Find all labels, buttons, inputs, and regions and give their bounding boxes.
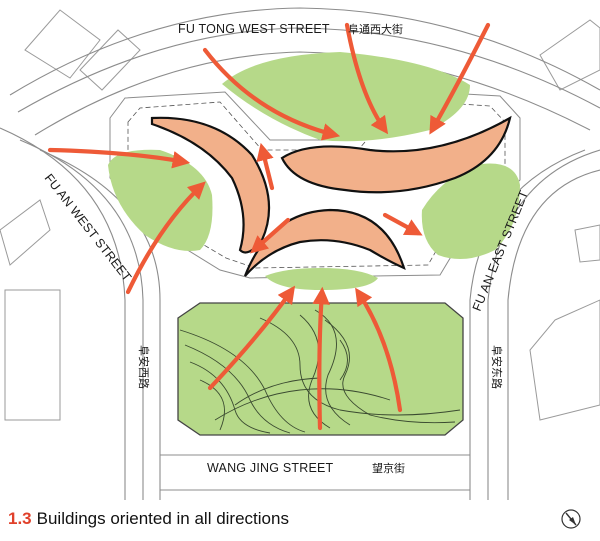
green-area-center [265, 268, 378, 290]
arrow-south-right [355, 287, 403, 413]
figure-number: 1.3 [8, 509, 32, 528]
arrow-center-right [382, 212, 423, 236]
context-buildings [0, 9, 600, 421]
building-northeast-crescent [280, 115, 512, 194]
orientation-arrows [47, 22, 491, 431]
arrow-sw-up [125, 181, 206, 295]
roads [0, 7, 600, 500]
building-south-crescent [243, 208, 406, 277]
arrow-center-left [250, 217, 291, 254]
south-street-chinese: 望京街 [372, 461, 405, 475]
green-area-north [222, 52, 470, 142]
arrow-nw-to-north [202, 47, 341, 141]
east-street-chinese: 阜安东路 [490, 345, 504, 389]
north-street-name: FU TONG WEST STREET [178, 22, 330, 36]
arrow-west-to-building [47, 147, 191, 169]
site-inner-boundary [127, 99, 506, 269]
north-arrow-icon [561, 509, 581, 529]
west-street-chinese: 阜安西路 [137, 345, 151, 389]
arrow-south-center [312, 286, 330, 431]
green-areas [108, 52, 520, 290]
arrow-north-down [344, 22, 389, 135]
arrow-south-left [207, 285, 296, 391]
green-area-east [421, 163, 520, 259]
figure-caption-text: Buildings oriented in all directions [36, 509, 289, 528]
arrow-ne-to-north [429, 22, 491, 135]
south-street-name: WANG JING STREET [207, 461, 334, 475]
arrow-center-up [256, 142, 275, 191]
north-street-chinese: 阜通西大街 [348, 22, 403, 36]
green-area-west [108, 149, 213, 251]
